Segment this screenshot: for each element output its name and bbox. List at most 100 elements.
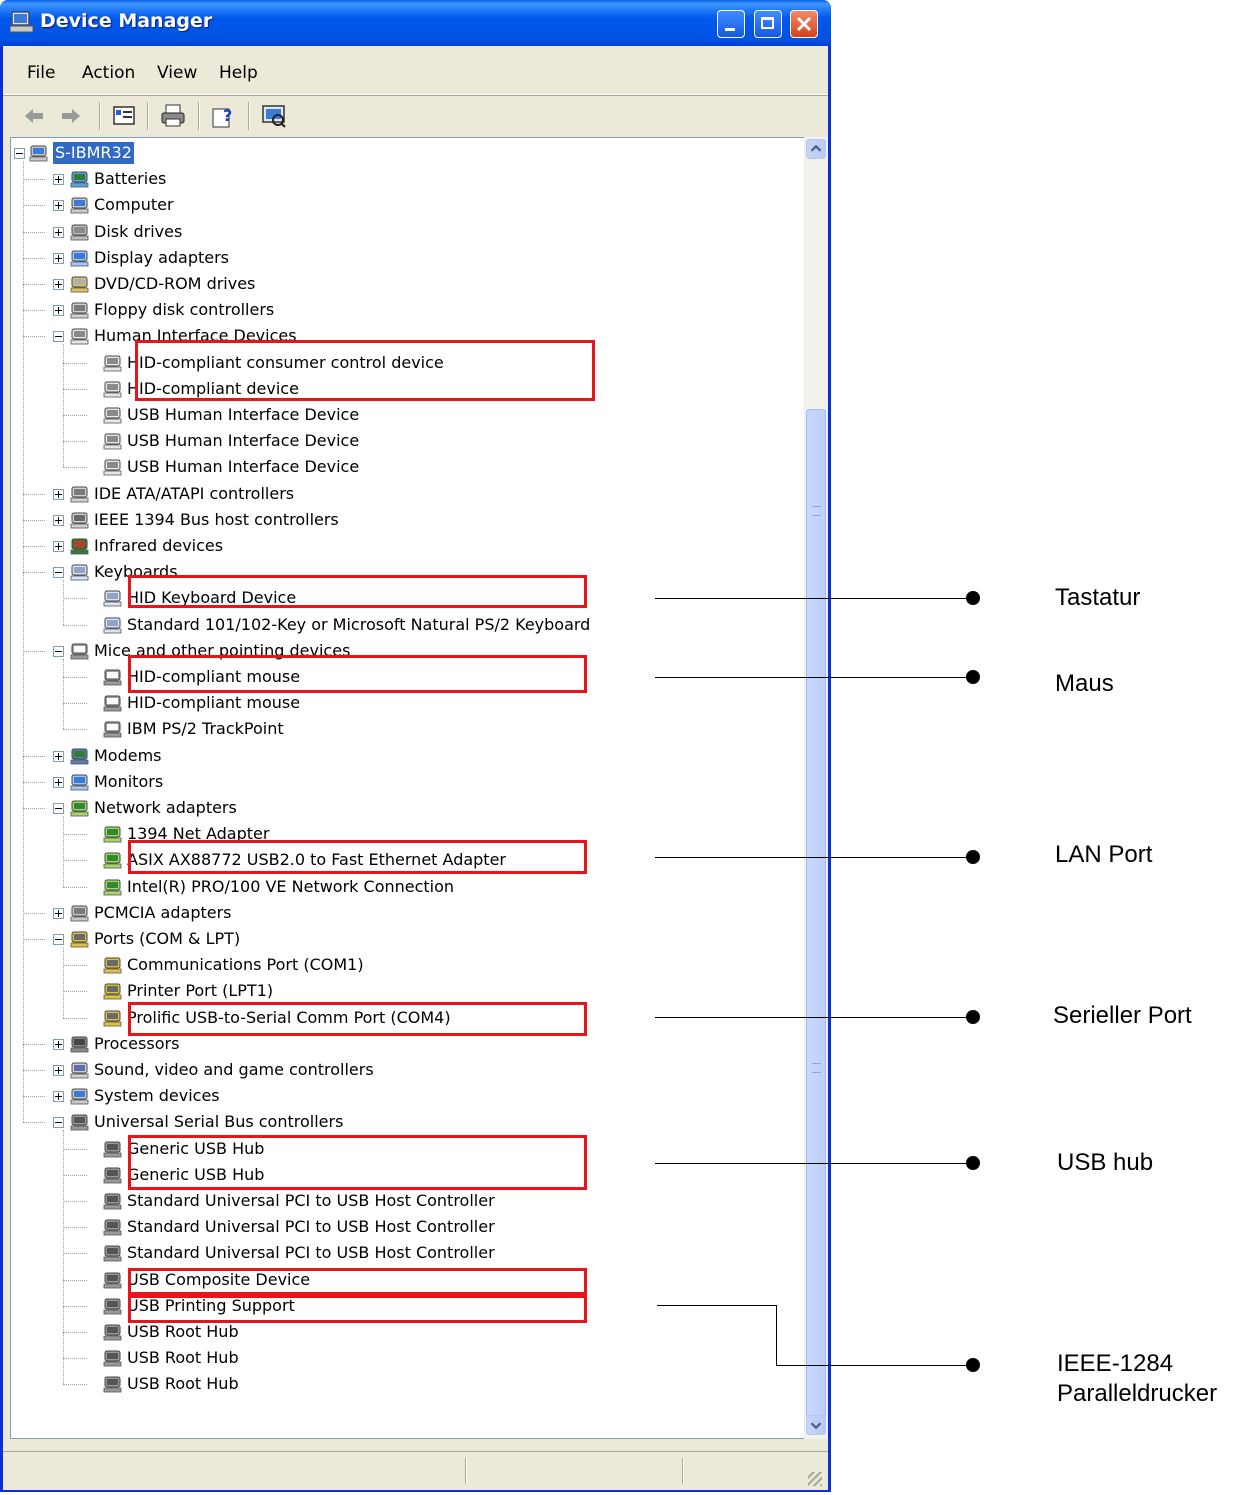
collapse-icon[interactable] [53, 645, 64, 657]
expand-icon[interactable] [53, 1091, 64, 1103]
expand-icon[interactable] [53, 200, 64, 212]
menu-action[interactable]: Action [82, 63, 136, 83]
tree-root[interactable]: S-IBMR32 [11, 141, 801, 165]
expand-icon[interactable] [53, 226, 64, 238]
scroll-down-button[interactable] [806, 1415, 826, 1435]
tree-device[interactable]: ASIX AX88772 USB2.0 to Fast Ethernet Ada… [11, 848, 801, 872]
collapse-icon[interactable] [14, 148, 25, 159]
tree-category[interactable]: Universal Serial Bus controllers [11, 1110, 801, 1134]
tree-device[interactable]: USB Root Hub [11, 1346, 801, 1370]
tree-device[interactable]: Standard Universal PCI to USB Host Contr… [11, 1215, 801, 1239]
tree-device[interactable]: 1394 Net Adapter [11, 822, 801, 846]
tree-device[interactable]: USB Printing Support [11, 1294, 801, 1318]
tree-device[interactable]: Generic USB Hub [11, 1137, 801, 1161]
help-icon[interactable]: ? [210, 103, 236, 129]
expand-icon[interactable] [53, 488, 64, 500]
tree-category[interactable]: Ports (COM & LPT) [11, 927, 801, 951]
collapse-icon[interactable] [53, 567, 64, 579]
callout-line [655, 677, 975, 678]
tree-device[interactable]: USB Composite Device [11, 1268, 801, 1292]
tree-device[interactable]: HID-compliant device [11, 377, 801, 401]
expand-icon[interactable] [53, 514, 64, 526]
tree-device[interactable]: HID-compliant mouse [11, 665, 801, 689]
tree-device[interactable]: Printer Port (LPT1) [11, 979, 801, 1003]
tree-device[interactable]: Generic USB Hub [11, 1163, 801, 1187]
expand-icon[interactable] [53, 174, 64, 186]
tree-category[interactable]: DVD/CD-ROM drives [11, 272, 801, 296]
tree-device[interactable]: Prolific USB-to-Serial Comm Port (COM4) [11, 1006, 801, 1030]
collapse-icon[interactable] [53, 1117, 64, 1129]
menu-file[interactable]: File [27, 63, 56, 83]
expand-icon[interactable] [53, 1065, 64, 1076]
minimize-button[interactable] [717, 10, 745, 38]
tree-device[interactable]: HID-compliant mouse [11, 691, 801, 715]
tree-category[interactable]: IEEE 1394 Bus host controllers [11, 508, 801, 532]
tree-category[interactable]: Disk drives [11, 220, 801, 244]
tree-category[interactable]: Processors [11, 1032, 801, 1056]
tree-category[interactable]: Floppy disk controllers [11, 298, 801, 322]
callout-usb-hub: USB hub [1057, 1149, 1154, 1176]
menu-view[interactable]: View [157, 63, 198, 83]
collapse-icon[interactable] [53, 331, 64, 343]
tree-category[interactable]: Modems [11, 744, 801, 768]
tree-category[interactable]: Computer [11, 193, 801, 217]
tree-device[interactable]: Standard Universal PCI to USB Host Contr… [11, 1241, 801, 1265]
tree-device[interactable]: USB Root Hub [11, 1320, 801, 1344]
scroll-thumb[interactable] [806, 409, 826, 1419]
print-icon[interactable] [160, 103, 186, 129]
expand-icon[interactable] [53, 305, 64, 317]
menu-help[interactable]: Help [219, 63, 258, 83]
tree-connector [63, 362, 87, 365]
tree-device[interactable]: HID-compliant consumer control device [11, 351, 801, 375]
tree-category[interactable]: System devices [11, 1084, 801, 1108]
tree-category[interactable]: Network adapters [11, 796, 801, 820]
tree-device[interactable]: USB Human Interface Device [11, 429, 801, 453]
scan-icon[interactable] [261, 103, 287, 129]
back-icon[interactable] [21, 103, 47, 129]
tree-category[interactable]: PCMCIA adapters [11, 901, 801, 925]
tree-connector [23, 939, 45, 941]
hid-icon [70, 328, 89, 345]
tree-guide [63, 1130, 65, 1385]
scroll-up-button[interactable] [806, 139, 826, 159]
tree-device[interactable]: USB Root Hub [11, 1372, 801, 1396]
tree-category[interactable]: Monitors [11, 770, 801, 794]
forward-icon[interactable] [58, 103, 84, 129]
expand-icon[interactable] [53, 907, 64, 919]
expand-icon[interactable] [53, 279, 64, 290]
tree-device[interactable]: Communications Port (COM1) [11, 953, 801, 977]
properties-icon[interactable] [111, 103, 137, 129]
title-bar[interactable]: Device Manager [0, 0, 831, 46]
tree-category[interactable]: IDE ATA/ATAPI controllers [11, 482, 801, 506]
maximize-button[interactable] [754, 10, 782, 38]
tree-device[interactable]: Intel(R) PRO/100 VE Network Connection [11, 875, 801, 899]
callout-serieller-port: Serieller Port [1053, 1002, 1192, 1029]
tree-item-label: USB Human Interface Device [127, 457, 360, 477]
mouse-icon [103, 721, 122, 738]
expand-icon[interactable] [53, 541, 64, 552]
tree-device[interactable]: Standard Universal PCI to USB Host Contr… [11, 1189, 801, 1213]
usb-icon [103, 1298, 122, 1315]
resize-grip[interactable] [808, 1472, 822, 1486]
collapse-icon[interactable] [53, 803, 64, 814]
tree-device[interactable]: Standard 101/102-Key or Microsoft Natura… [11, 613, 801, 637]
expand-icon[interactable] [53, 750, 64, 762]
tree-category[interactable]: Sound, video and game controllers [11, 1058, 801, 1082]
toolbar-separator [147, 102, 149, 130]
tree-category[interactable]: Batteries [11, 167, 801, 191]
expand-icon[interactable] [53, 776, 64, 788]
expand-icon[interactable] [53, 1038, 64, 1050]
close-button[interactable] [790, 10, 818, 38]
usb-icon [103, 1219, 122, 1236]
collapse-icon[interactable] [53, 934, 64, 945]
tree-device[interactable]: USB Human Interface Device [11, 455, 801, 479]
usb-icon [103, 1141, 122, 1157]
expand-icon[interactable] [53, 252, 64, 264]
tree-device[interactable]: HID Keyboard Device [11, 586, 801, 610]
tree-category[interactable]: Infrared devices [11, 534, 801, 558]
vertical-scrollbar[interactable] [804, 137, 827, 1439]
tree-category[interactable]: Display adapters [11, 246, 801, 270]
tree-device[interactable]: USB Human Interface Device [11, 403, 801, 427]
tree-device[interactable]: IBM PS/2 TrackPoint [11, 717, 801, 741]
